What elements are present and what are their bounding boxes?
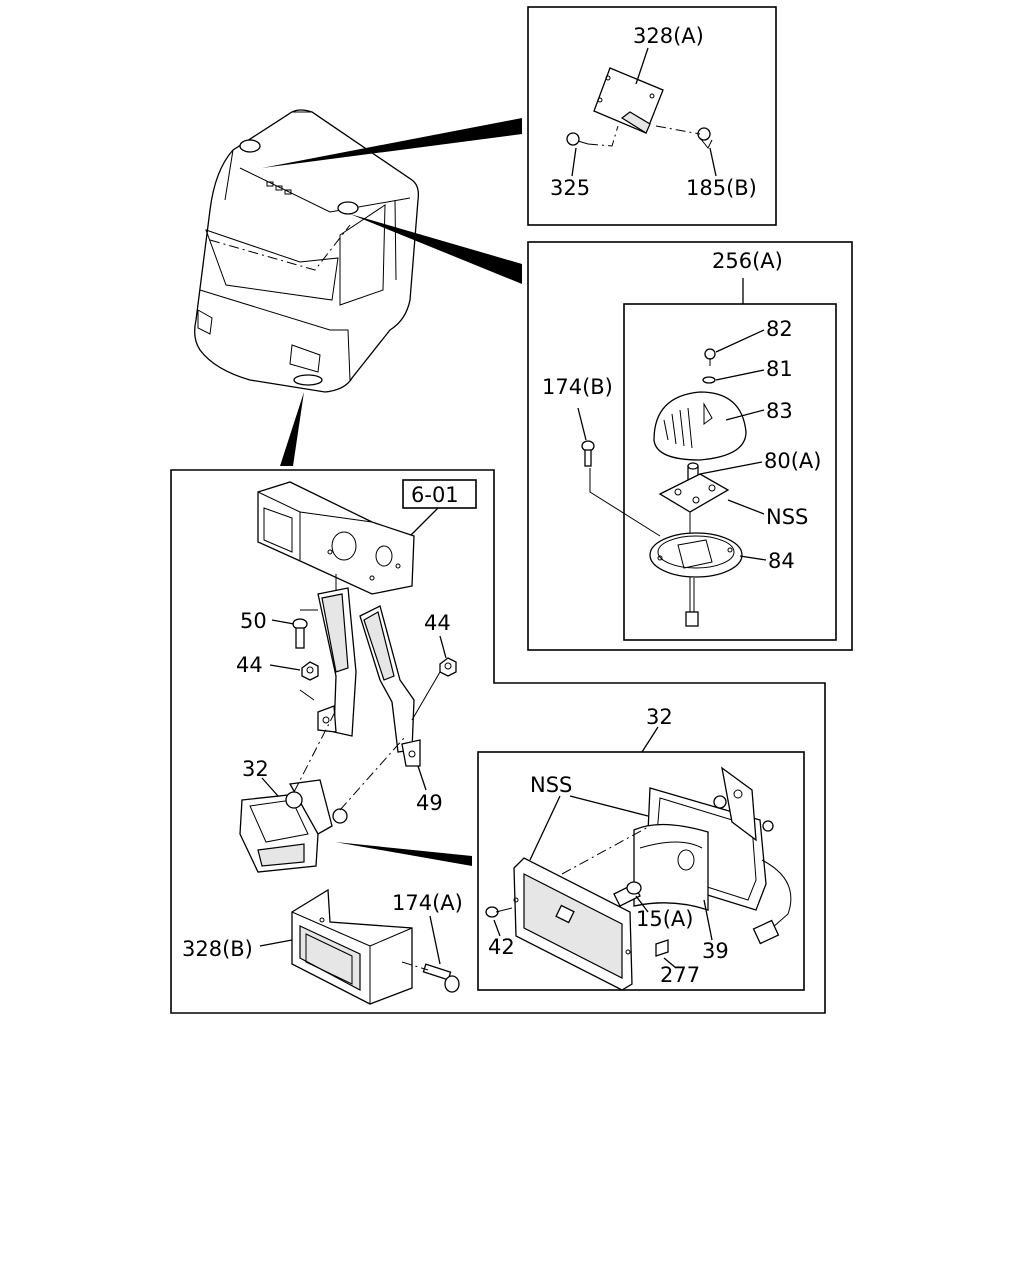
detail-box-bracket-a: [527, 6, 777, 226]
leader-wedge-marker: [350, 214, 522, 284]
callout-328b: 328(B): [182, 937, 253, 961]
callout-nss-bottom: NSS: [530, 773, 572, 797]
callout-82: 82: [766, 317, 793, 341]
callout-42: 42: [488, 935, 515, 959]
detail-box-fog-lamp: [170, 469, 826, 1014]
callout-15a: 15(A): [636, 907, 693, 931]
bulb-15a: [613, 881, 642, 907]
callout-325: 325: [550, 176, 590, 200]
plate-bracket-a: [593, 67, 664, 134]
clip-277: [655, 939, 669, 957]
callout-49: 49: [416, 791, 443, 815]
callout-80a: 80(A): [764, 449, 821, 473]
callout-83: 83: [766, 399, 793, 423]
bolt-50: [292, 618, 308, 649]
reference-box-6-01: [402, 479, 477, 509]
callout-32-assembly: 32: [646, 705, 673, 729]
clip-185b: [697, 127, 713, 149]
lens-dome-83: [653, 391, 747, 461]
bumper-bracket-6-01: [257, 481, 415, 595]
callout-44-right: 44: [424, 611, 451, 635]
wire-connector: [685, 578, 699, 627]
callout-nss-top: NSS: [766, 505, 808, 529]
callout-185b: 185(B): [686, 176, 757, 200]
lens-rim: [513, 857, 633, 991]
callout-81: 81: [766, 357, 793, 381]
leader-wedge-foglamp: [335, 842, 472, 866]
bolt-174a: [422, 963, 460, 993]
reflector-39: [633, 823, 709, 911]
callout-277: 277: [660, 963, 700, 987]
gasket-84: [649, 532, 743, 578]
nut-44-left: [301, 661, 319, 681]
callout-256a: 256(A): [712, 249, 783, 273]
callout-39: 39: [702, 939, 729, 963]
reference-6-01: 6-01: [411, 483, 459, 507]
lamp-guard-328b: [291, 888, 413, 1005]
fog-lamp-stay-left: [317, 587, 357, 737]
fog-lamp-assembly-small: [239, 779, 348, 873]
fog-lamp-stay-right: [359, 605, 421, 767]
screw-42: [485, 906, 513, 918]
callout-174a: 174(A): [392, 891, 463, 915]
nut-44-right: [439, 657, 457, 677]
lamp-base-80a: [658, 462, 730, 513]
callout-32-small: 32: [242, 757, 269, 781]
detail-box-marker-lamp: [527, 241, 853, 651]
leader-wedge-top: [262, 118, 522, 168]
screw-325: [566, 132, 589, 146]
screw-174b: [581, 440, 595, 467]
washer-81: [702, 376, 716, 384]
screw-82: [704, 348, 716, 366]
callout-44-left: 44: [236, 653, 263, 677]
assembly-box-32: [477, 751, 805, 991]
callout-84: 84: [768, 549, 795, 573]
callout-174b: 174(B): [542, 375, 613, 399]
leader-wedge-bottom: [280, 392, 304, 466]
callout-50: 50: [240, 609, 267, 633]
callout-328a: 328(A): [633, 24, 704, 48]
assembly-box-256a: [623, 303, 837, 641]
truck-cab-illustration: [194, 109, 420, 393]
